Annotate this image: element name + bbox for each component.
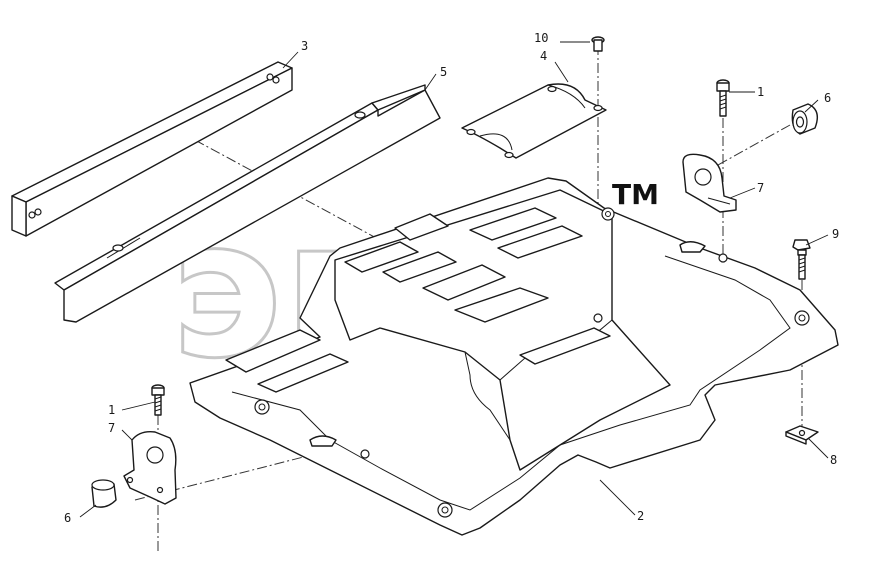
callout-1-top: 1 <box>757 85 764 99</box>
part-9-bolt <box>792 239 811 280</box>
callout-10: 10 <box>534 31 548 45</box>
callout-6-bottom: 6 <box>64 511 71 525</box>
tray-vent-slots <box>225 207 611 393</box>
part-4-cover <box>461 83 607 159</box>
part-1-bolt-top <box>716 79 730 117</box>
callout-5: 5 <box>440 65 447 79</box>
part-6-bushing-bottom <box>91 479 117 508</box>
callout-3: 3 <box>301 39 308 53</box>
callout-2: 2 <box>637 509 644 523</box>
callout-4: 4 <box>540 49 547 63</box>
part-7-bracket-top <box>682 153 737 213</box>
part-5-angle-bracket <box>54 84 441 323</box>
part-8-clip-nut <box>785 425 819 445</box>
part-10-screw <box>591 36 605 52</box>
callout-leaders <box>79 41 829 518</box>
callout-1-bottom: 1 <box>108 403 115 417</box>
callout-9: 9 <box>832 227 839 241</box>
callout-labels: 3 5 4 10 1 6 7 9 8 2 1 7 6 <box>64 31 839 525</box>
part-7-bracket-bottom <box>123 430 177 505</box>
callout-7-top: 7 <box>757 181 764 195</box>
tray-mount-holes <box>254 207 810 518</box>
part-3-bar <box>11 61 293 237</box>
part-1-bolt-bottom <box>151 384 165 416</box>
watermark-trademark: TM <box>612 178 659 211</box>
callout-7-bottom: 7 <box>108 421 115 435</box>
part-2-main-tray <box>189 177 839 536</box>
callout-8: 8 <box>830 453 837 467</box>
callout-6-top: 6 <box>824 91 831 105</box>
part-6-bushing-top <box>791 103 818 135</box>
